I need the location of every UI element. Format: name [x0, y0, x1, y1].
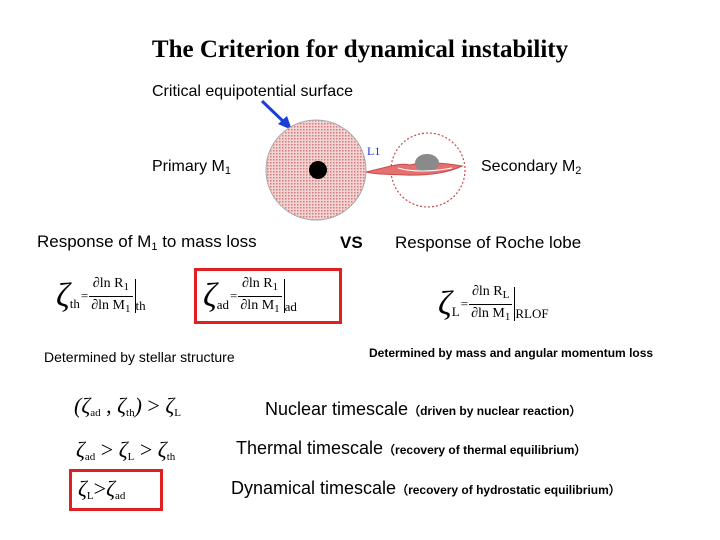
eval-bar [134, 279, 136, 313]
zeta-ad-formula: ζ ad = ∂ln R1 ∂ln M1 ad [194, 268, 342, 324]
secondary-star [415, 154, 439, 172]
zeta-symbol: ζ [117, 393, 127, 418]
zeta-th-formula: ζ th = ∂ln R1 ∂ln M1 th [56, 270, 146, 322]
zeta-symbol: ζ [157, 437, 167, 462]
fraction-ad-den: ∂ln M1 [238, 297, 281, 318]
num-sub: 1 [272, 280, 279, 293]
zeta-symbol: ζ [438, 285, 452, 322]
zeta-symbol: ζ [203, 277, 217, 314]
timescale-dynamical: Dynamical timescale（recovery of hydrosta… [231, 478, 621, 499]
zeta-symbol: ζ [76, 437, 85, 462]
timescale-desc: （driven by nuclear reaction） [408, 404, 582, 418]
arrow-line [260, 99, 288, 126]
timescale-thermal: Thermal timescale（recovery of thermal eq… [236, 438, 586, 459]
secondary-label: Secondary M2 [481, 158, 581, 177]
num-text: ∂ln R [241, 275, 273, 291]
l1-label: L1 [367, 144, 381, 158]
sub: L [86, 490, 94, 502]
zeta-symbol: ζ [78, 476, 87, 501]
zeta-l-formula: ζ L = ∂ln RL ∂ln M1 RLOF [438, 278, 549, 330]
zeta-symbol: ζ [56, 277, 70, 314]
sub: th [126, 407, 135, 419]
eval-th-sub: th [135, 298, 146, 313]
zeta-symbol: ζ [118, 437, 128, 462]
surface-label: Critical equipotential surface [152, 83, 353, 100]
equals-sign: = [230, 288, 238, 303]
zeta-symbol: ζ [165, 393, 175, 418]
secondary-label-sub: 2 [575, 165, 582, 177]
ineq-dynamical: ζL>ζad [69, 469, 163, 511]
primary-label-sub: 1 [224, 165, 232, 177]
sub: th [166, 451, 176, 463]
timescale-name: Thermal timescale [236, 438, 384, 458]
primary-label-text: Primary M [152, 158, 225, 175]
sub: ad [90, 407, 101, 419]
eval-rlof-sub: RLOF [515, 306, 549, 321]
response-roche-label: Response of Roche lobe [395, 233, 582, 252]
vs-label: VS [340, 233, 363, 252]
num-text: ∂ln R [92, 275, 124, 291]
timescale-name: Dynamical timescale [231, 478, 397, 498]
den-sub: 1 [274, 302, 280, 315]
timescale-desc: （recovery of thermal equilibrium） [383, 443, 587, 457]
arrow-head [278, 116, 292, 130]
response-m1-text: Response of M [37, 232, 152, 251]
response-m1-tail: to mass loss [157, 232, 257, 251]
eval-bar [283, 279, 285, 313]
num-sub: 1 [123, 280, 129, 293]
secondary-label-text: Secondary M [481, 158, 576, 175]
fraction-ad: ∂ln R1 ∂ln M1 [238, 275, 282, 318]
eval-ad-sub: ad [284, 299, 297, 314]
note-mass-loss: Determined by mass and angular momentum … [369, 346, 654, 360]
den-sub: 1 [504, 310, 511, 323]
eval-bar [514, 287, 516, 321]
zeta-l-sub: L [451, 304, 460, 319]
zeta-symbol: ζ [106, 476, 115, 501]
den-text: ∂ln M [91, 297, 125, 313]
equals-sign: = [460, 296, 469, 311]
ineq-thermal: ζad > ζL > ζth [76, 437, 176, 463]
num-text: ∂ln R [472, 283, 503, 299]
sub: L [174, 407, 181, 419]
primary-star [309, 161, 327, 179]
ineq-nuclear: (ζad , ζth) > ζL [74, 393, 181, 419]
note-stellar-structure: Determined by stellar structure [44, 349, 235, 365]
fraction-l-den: ∂ln M1 [469, 305, 512, 326]
equals-sign: = [80, 288, 89, 303]
timescale-nuclear: Nuclear timescale（driven by nuclear reac… [265, 399, 581, 420]
sub: ad [84, 451, 96, 463]
timescale-desc: （recovery of hydrostatic equilibrium） [396, 483, 621, 497]
sub: L [127, 451, 135, 463]
num-sub: L [502, 288, 510, 301]
fraction-l-num: ∂ln RL [469, 283, 513, 305]
fraction-th-num: ∂ln R1 [89, 275, 133, 297]
page-title: The Criterion for dynamical instability [151, 36, 569, 63]
den-text: ∂ln M [240, 297, 275, 313]
timescale-name: Nuclear timescale [265, 399, 409, 419]
stream-detail [397, 167, 453, 172]
response-m1-sub: 1 [151, 241, 158, 253]
fraction-th-den: ∂ln M1 [89, 297, 132, 318]
zeta-ad-sub: ad [216, 297, 230, 312]
fraction-l: ∂ln RL ∂ln M1 [469, 283, 513, 326]
primary-label: Primary M1 [152, 158, 231, 177]
den-text: ∂ln M [471, 305, 505, 321]
den-sub: 1 [125, 302, 131, 315]
sub: ad [114, 490, 126, 502]
response-m1-label: Response of M1 to mass loss [37, 232, 257, 253]
zeta-symbol: ζ [81, 393, 91, 418]
fraction-ad-num: ∂ln R1 [238, 275, 282, 297]
fraction-th: ∂ln R1 ∂ln M1 [89, 275, 133, 318]
zeta-th-sub: th [69, 296, 80, 311]
